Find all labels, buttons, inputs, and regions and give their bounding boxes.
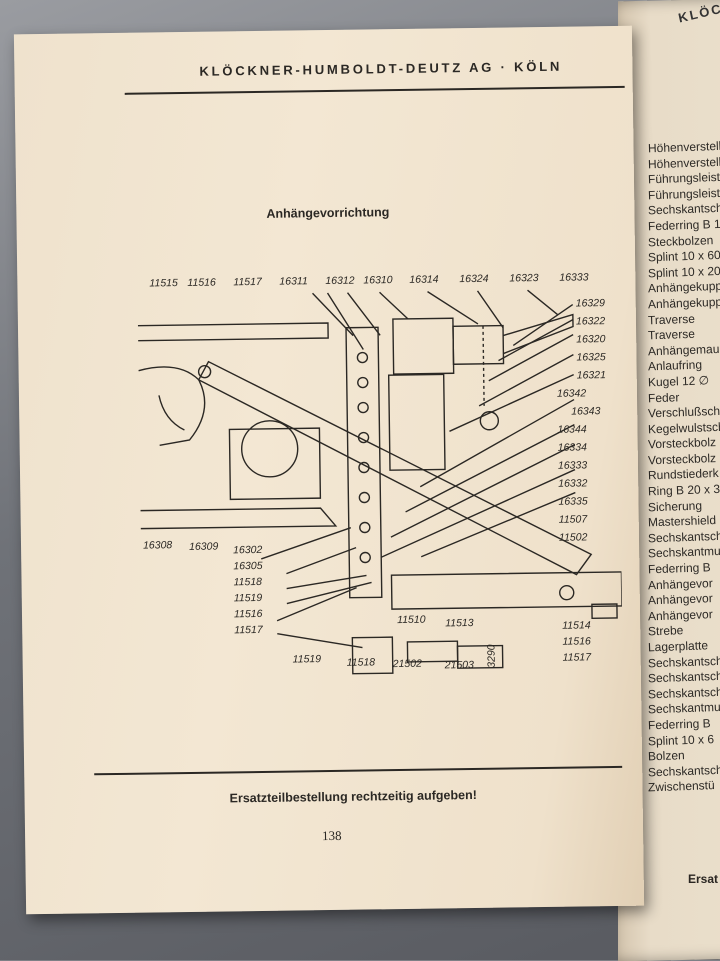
label-11518: 11518: [233, 576, 262, 588]
drawbar-pin: [559, 584, 575, 601]
right-page-footer: Ersat: [688, 872, 719, 886]
top-labels: 11515 11516 11517 16311 16312 16310 1631…: [149, 271, 588, 289]
left-labels: 16308 16309 16302 16305 11518 11519 1151…: [143, 539, 264, 636]
label-16343: 16343: [571, 405, 601, 417]
page-header: KLÖCKNER-HUMBOLDT-DEUTZ AG · KÖLN: [199, 58, 563, 79]
footer-rule: [94, 765, 623, 776]
right-labels: 16329 16322 16320 16325 16321 16342 1634…: [557, 297, 606, 544]
bar-holes: [356, 351, 371, 564]
label-16332: 16332: [558, 477, 588, 489]
page-footer: Ersatzteilbestellung rechtzeitig aufgebe…: [229, 787, 477, 806]
frame-housing: [228, 427, 322, 501]
top-leader-lines: [312, 289, 559, 350]
label-16321: 16321: [577, 369, 606, 381]
label-16309: 16309: [189, 541, 219, 553]
label-11517-b: 11517: [234, 624, 264, 636]
label-11507: 11507: [559, 513, 589, 525]
label-16325: 16325: [576, 351, 606, 363]
right-page-item: Federring B: [647, 716, 711, 733]
lower-right-labels: 11514 11516 11517: [562, 619, 592, 663]
drawbar: [390, 571, 623, 610]
label-11519: 11519: [234, 592, 263, 604]
label-16329: 16329: [576, 297, 606, 309]
gear-arc: [158, 395, 185, 431]
left-leader-lines: [261, 527, 372, 649]
label-16323: 16323: [509, 272, 539, 284]
section-title: Anhängevorrichtung: [266, 205, 390, 221]
label-21502: 21502: [392, 658, 423, 670]
coupling-bracket: [387, 373, 446, 471]
drawbar-end: [591, 603, 618, 620]
label-16305: 16305: [233, 560, 263, 572]
frame-top-beam: [137, 322, 329, 342]
vertical-bar: [345, 326, 383, 599]
label-11513: 11513: [445, 617, 474, 629]
label-21503: 21503: [444, 659, 475, 671]
chain-ring: [479, 411, 500, 431]
page-number: 138: [321, 827, 342, 844]
right-page-item: Zwischenstü: [647, 778, 715, 795]
right-page-item: Kugel 12 ∅: [647, 373, 710, 390]
coupling-body: [392, 317, 455, 375]
label-16311: 16311: [279, 275, 308, 287]
figure-code: 3290: [485, 644, 497, 668]
right-page-item: Höhenverstell: [647, 138, 720, 156]
label-16342: 16342: [557, 387, 587, 399]
right-leader-lines: [380, 304, 576, 558]
bottom-labels: 11510 11513 11519 11518 21502 21503 3290: [293, 614, 498, 672]
right-page-item: Federring B 1: [647, 216, 720, 234]
right-page-item: Anhängekupp: [647, 294, 720, 312]
label-16322: 16322: [576, 315, 606, 327]
frame-lower-beam: [140, 507, 338, 530]
label-11518-b: 11518: [347, 656, 376, 668]
wheel-hub-outline: [138, 366, 206, 447]
coupling-handle: [502, 313, 574, 355]
bottom-plate: [456, 644, 504, 669]
label-16302: 16302: [233, 544, 263, 556]
right-page-header: KLÖC: [676, 0, 720, 26]
label-11502: 11502: [559, 531, 588, 543]
housing-bore: [240, 420, 299, 478]
chain: [482, 325, 485, 406]
label-11516-b: 11516: [234, 608, 263, 620]
coupling-jaw: [452, 324, 505, 365]
label-16320: 16320: [576, 333, 606, 345]
label-11517-c: 11517: [563, 651, 593, 663]
label-11514: 11514: [562, 619, 591, 631]
strut-pivot: [197, 365, 212, 379]
label-16335: 16335: [558, 495, 588, 507]
label-16308: 16308: [143, 539, 173, 551]
label-16334: 16334: [558, 441, 588, 453]
label-11519-b: 11519: [293, 653, 322, 665]
label-16324: 16324: [459, 273, 489, 285]
label-11515: 11515: [149, 277, 178, 289]
right-page-item: Lagerplatte: [647, 638, 709, 655]
diagonal-strut: [197, 360, 593, 576]
label-16312: 16312: [325, 275, 355, 287]
header-rule: [124, 85, 625, 95]
label-16333-b: 16333: [558, 459, 588, 471]
parts-diagram: 11515 11516 11517 16311 16312 16310 1631…: [137, 271, 623, 675]
label-11516: 11516: [187, 277, 216, 289]
label-16314: 16314: [409, 273, 439, 285]
bottom-bracket: [351, 636, 394, 675]
label-11517: 11517: [233, 276, 263, 288]
label-16333: 16333: [559, 271, 589, 283]
label-11516-c: 11516: [562, 635, 591, 647]
label-16310: 16310: [363, 274, 393, 286]
label-11510: 11510: [397, 614, 426, 626]
label-16344: 16344: [557, 423, 587, 435]
left-page: KLÖCKNER-HUMBOLDT-DEUTZ AG · KÖLN Anhäng…: [13, 25, 645, 915]
